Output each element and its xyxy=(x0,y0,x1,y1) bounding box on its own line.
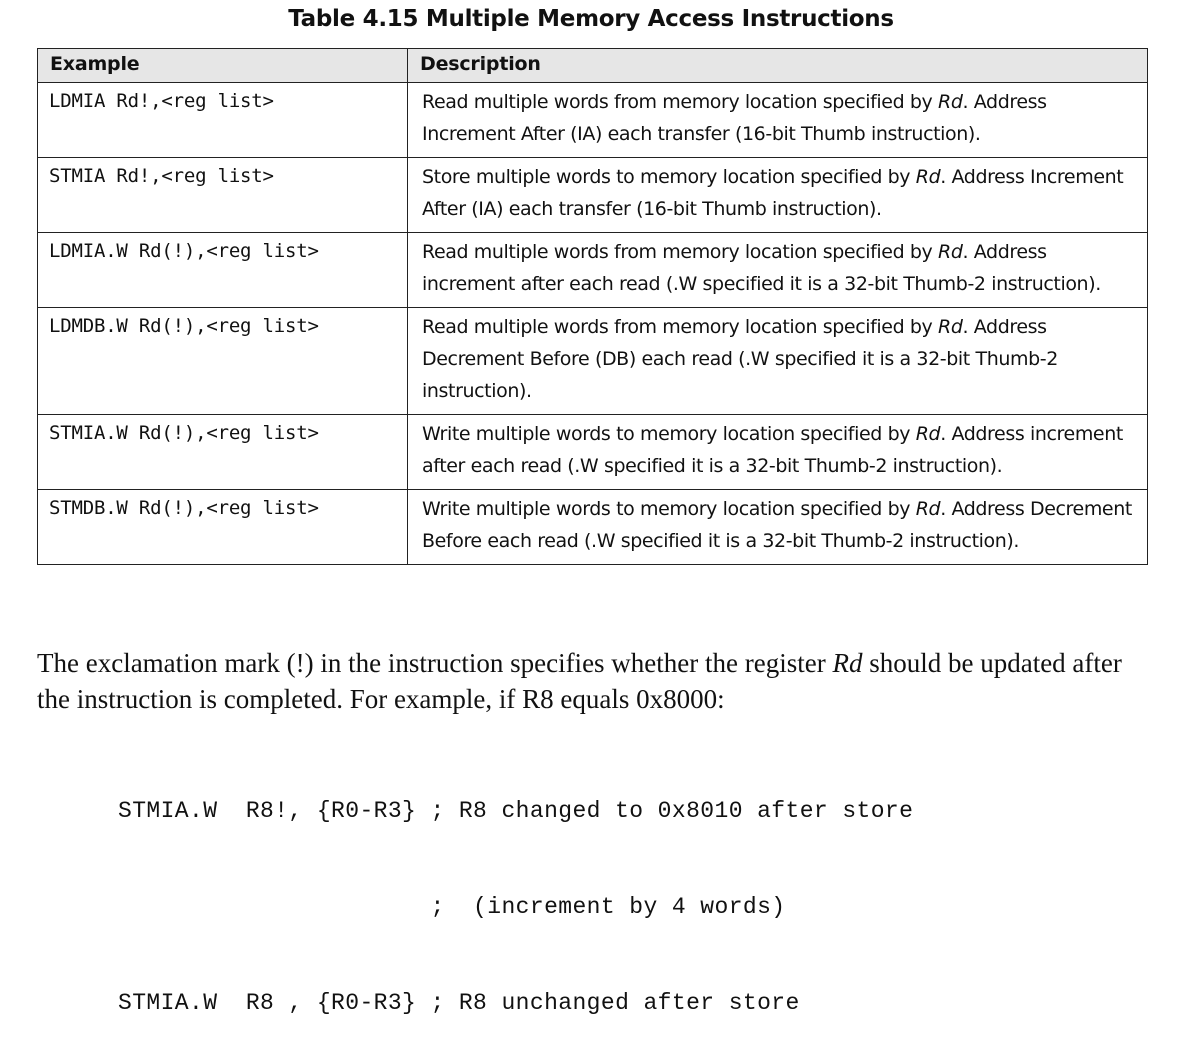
header-description: Description xyxy=(407,48,1148,83)
code-line: STMIA.W R8 , {R0-R3} ; R8 unchanged afte… xyxy=(118,990,800,1016)
example-cell: LDMIA Rd!,<reg list> xyxy=(37,82,408,158)
table-row: LDMIA Rd!,<reg list> Read multiple words… xyxy=(37,82,1148,158)
example-cell: STMIA.W Rd(!),<reg list> xyxy=(37,414,408,490)
example-cell: LDMIA.W Rd(!),<reg list> xyxy=(37,232,408,308)
code-line: ; (increment by 4 words) xyxy=(118,894,786,920)
register-name: Rd xyxy=(915,498,941,520)
register-name: Rd xyxy=(938,241,963,263)
table-row: STMIA Rd!,<reg list> Store multiple word… xyxy=(37,157,1148,233)
register-name: Rd xyxy=(938,91,963,113)
register-name: Rd xyxy=(832,648,863,678)
table-row: LDMIA.W Rd(!),<reg list> Read multiple w… xyxy=(37,232,1148,308)
table-row: STMDB.W Rd(!),<reg list> Write multiple … xyxy=(37,489,1148,565)
code-line: STMIA.W R8!, {R0-R3} ; R8 changed to 0x8… xyxy=(118,798,914,824)
code-example: STMIA.W R8!, {R0-R3} ; R8 changed to 0x8… xyxy=(118,731,913,1051)
description-cell: Read multiple words from memory location… xyxy=(407,82,1148,158)
example-cell: STMIA Rd!,<reg list> xyxy=(37,157,408,233)
description-cell: Read multiple words from memory location… xyxy=(407,307,1148,415)
header-example: Example xyxy=(37,48,408,83)
table-header-row: Example Description xyxy=(37,48,1148,83)
instruction-table: Example Description LDMIA Rd!,<reg list>… xyxy=(37,48,1148,565)
example-cell: STMDB.W Rd(!),<reg list> xyxy=(37,489,408,565)
table-row: LDMDB.W Rd(!),<reg list> Read multiple w… xyxy=(37,307,1148,415)
description-cell: Store multiple words to memory location … xyxy=(407,157,1148,233)
register-name: Rd xyxy=(915,166,941,188)
register-name: Rd xyxy=(915,423,941,445)
description-cell: Read multiple words from memory location… xyxy=(407,232,1148,308)
body-paragraph: The exclamation mark (!) in the instruct… xyxy=(37,648,1122,714)
register-name: Rd xyxy=(938,316,963,338)
description-cell: Write multiple words to memory location … xyxy=(407,414,1148,490)
example-cell: LDMDB.W Rd(!),<reg list> xyxy=(37,307,408,415)
description-cell: Write multiple words to memory location … xyxy=(407,489,1148,565)
table-caption: Table 4.15 Multiple Memory Access Instru… xyxy=(288,6,894,32)
table-row: STMIA.W Rd(!),<reg list> Write multiple … xyxy=(37,414,1148,490)
